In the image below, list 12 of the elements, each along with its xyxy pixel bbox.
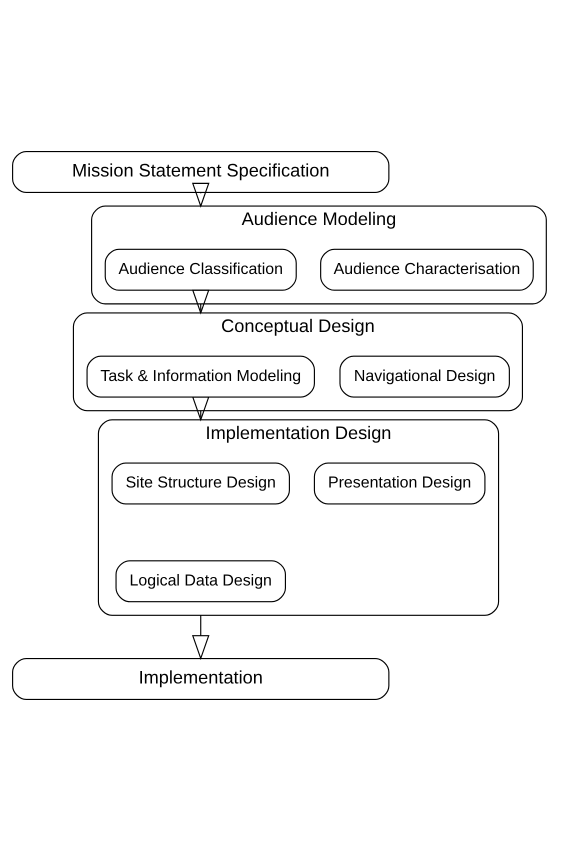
node-box: Site Structure Design	[112, 462, 290, 504]
node-box: Logical Data Design	[115, 560, 286, 602]
node-box: Audience Characterisation	[320, 248, 534, 290]
arrow	[192, 289, 210, 314]
arrow	[192, 396, 210, 422]
node-box: Navigational Design	[339, 355, 510, 398]
node-box: Presentation Design	[314, 462, 486, 504]
node-box: Implementation	[12, 657, 390, 700]
node-box: Task & Information Modeling	[86, 355, 315, 398]
node-box: Audience Classification	[104, 248, 297, 290]
arrow	[192, 182, 210, 208]
arrow	[192, 614, 210, 660]
